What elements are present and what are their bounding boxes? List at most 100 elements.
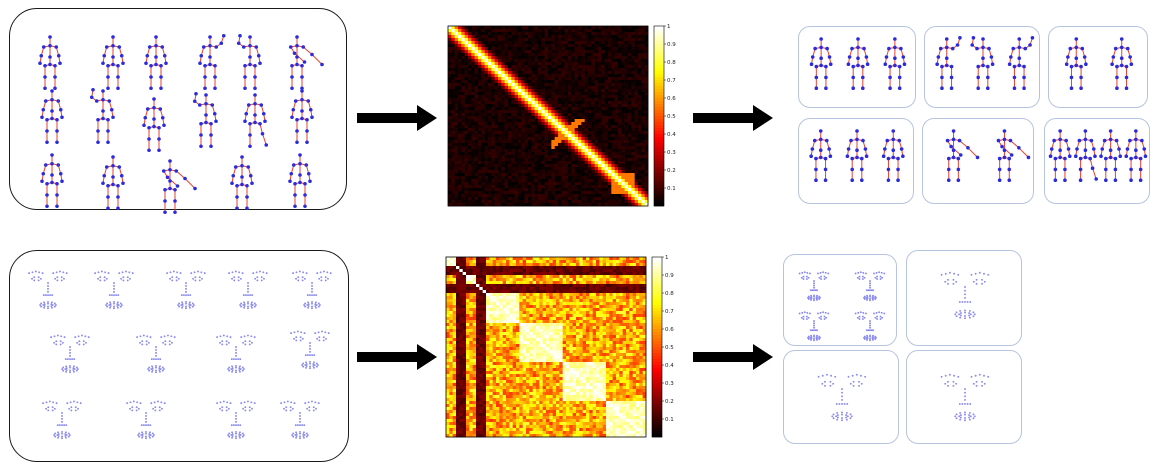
skeleton-cluster-5 (922, 118, 1034, 204)
colorbar-tick-label: 0.7 (667, 78, 676, 84)
skeleton-pose (290, 89, 314, 145)
face-colorbar: 1 0.9 0.8 0.7 0.6 0.5 0.4 0.3 0.2 0.1 (651, 255, 676, 438)
arrow-right-icon (693, 343, 775, 371)
skeleton-cluster-3 (1048, 26, 1148, 108)
face-landmarks (854, 271, 886, 302)
skeleton-pose (144, 35, 168, 91)
face-landmarks (798, 311, 830, 342)
face-landmarks (798, 271, 830, 302)
colorbar-tick-label: 0.9 (665, 273, 674, 279)
face-landmarks (166, 270, 206, 310)
face-landmarks (854, 311, 886, 342)
face-landmarks (28, 270, 68, 310)
colorbar-tick-label: 0.1 (665, 417, 674, 423)
skeleton-pose (845, 129, 869, 182)
skeleton-pose (38, 35, 62, 91)
colorbar-tick-label: 0.1 (667, 186, 676, 192)
skeleton-pose (1007, 36, 1035, 90)
face-landmarks (292, 270, 332, 310)
skeleton-cluster-2 (924, 26, 1040, 108)
skeleton-colorbar: 1 0.9 0.8 0.7 0.6 0.5 0.4 0.3 0.2 0.1 (653, 24, 678, 207)
matrix-cells (448, 26, 649, 207)
skeleton-pose (142, 97, 166, 153)
colorbar-tick-label: 1 (667, 24, 671, 30)
face-landmarks (817, 373, 867, 422)
face-landmarks (94, 270, 134, 310)
arrow-right-icon (693, 104, 775, 132)
skeleton-cluster-6 (1044, 118, 1150, 204)
colorbar-gradient (654, 26, 664, 207)
skeleton-pose (243, 93, 269, 149)
face-landmarks (216, 334, 256, 374)
skeleton-pose (1048, 129, 1072, 182)
colorbar-tick-label: 0.4 (667, 132, 676, 138)
colorbar-tick-label: 0.7 (665, 309, 674, 315)
skeleton-pose (883, 37, 907, 90)
face-cluster-4 (906, 350, 1022, 444)
skeleton-pose (230, 155, 254, 211)
colorbar-tick-label: 0.2 (665, 399, 674, 405)
colorbar-tick-label: 0.8 (667, 60, 676, 66)
skeleton-pose (101, 155, 125, 211)
colorbar-tick-label: 0.6 (667, 96, 676, 102)
skeleton-cluster-1 (798, 26, 916, 108)
skeleton-pose (192, 91, 218, 149)
skeleton-pose (198, 33, 226, 91)
face-landmarks (42, 400, 82, 440)
skeleton-pose (935, 36, 962, 90)
skeleton-pose (945, 129, 980, 182)
skeleton-pose (288, 35, 324, 91)
colorbar-tick-label: 0.3 (665, 381, 674, 387)
skeleton-pose (1064, 37, 1088, 90)
colorbar-gradient (652, 257, 662, 438)
skeleton-pose (161, 159, 197, 215)
skeleton-pose (809, 129, 833, 182)
colorbar-tick-label: 0.3 (667, 150, 676, 156)
skeleton-pose (1110, 37, 1134, 90)
skeleton-pose (881, 129, 905, 182)
skeleton-pose (40, 153, 64, 209)
colorbar-tick-label: 0.8 (665, 291, 674, 297)
matrix-cells (446, 257, 647, 438)
skeleton-pose (1124, 129, 1148, 182)
face-input-box (9, 250, 349, 462)
face-landmarks (290, 330, 330, 370)
skeleton-input-poses (38, 33, 324, 215)
skeleton-pose (40, 89, 64, 145)
colorbar-tick-label: 0.5 (665, 345, 674, 351)
skeleton-pose (846, 37, 870, 90)
face-landmarks (136, 334, 176, 374)
skeleton-affinity-matrix (447, 25, 649, 207)
face-landmarks (940, 271, 990, 320)
face-cluster-1 (783, 254, 897, 346)
arrow-right-icon (357, 104, 439, 132)
skeleton-pose (89, 87, 115, 145)
skeleton-pose (970, 36, 995, 90)
face-cluster-3 (783, 350, 899, 444)
face-landmarks (940, 373, 990, 422)
face-affinity-matrix (445, 256, 647, 438)
skeleton-pose (809, 37, 833, 90)
face-input-landmarks (28, 270, 332, 440)
arrow-right-icon (357, 343, 439, 371)
colorbar-tick-label: 0.2 (667, 168, 676, 174)
face-landmarks (216, 400, 256, 440)
skeleton-pose (101, 35, 125, 91)
skeleton-pose (1073, 129, 1098, 182)
colorbar-tick-label: 1 (665, 255, 669, 261)
skeleton-pose (236, 33, 262, 91)
skeleton-pose (996, 129, 1031, 182)
face-landmarks (126, 400, 166, 440)
colorbar-tick-label: 0.6 (665, 327, 674, 333)
colorbar-tick-label: 0.9 (667, 42, 676, 48)
face-cluster-2 (906, 250, 1022, 346)
skeleton-pose (288, 153, 312, 209)
colorbar-tick-label: 0.4 (665, 363, 674, 369)
skeleton-cluster-4 (798, 118, 914, 204)
face-landmarks (228, 270, 268, 310)
face-landmarks (50, 334, 90, 374)
colorbar-tick-label: 0.5 (667, 114, 676, 120)
skeleton-input-box (9, 8, 347, 215)
skeleton-pose (1099, 129, 1123, 182)
face-landmarks (280, 400, 320, 440)
